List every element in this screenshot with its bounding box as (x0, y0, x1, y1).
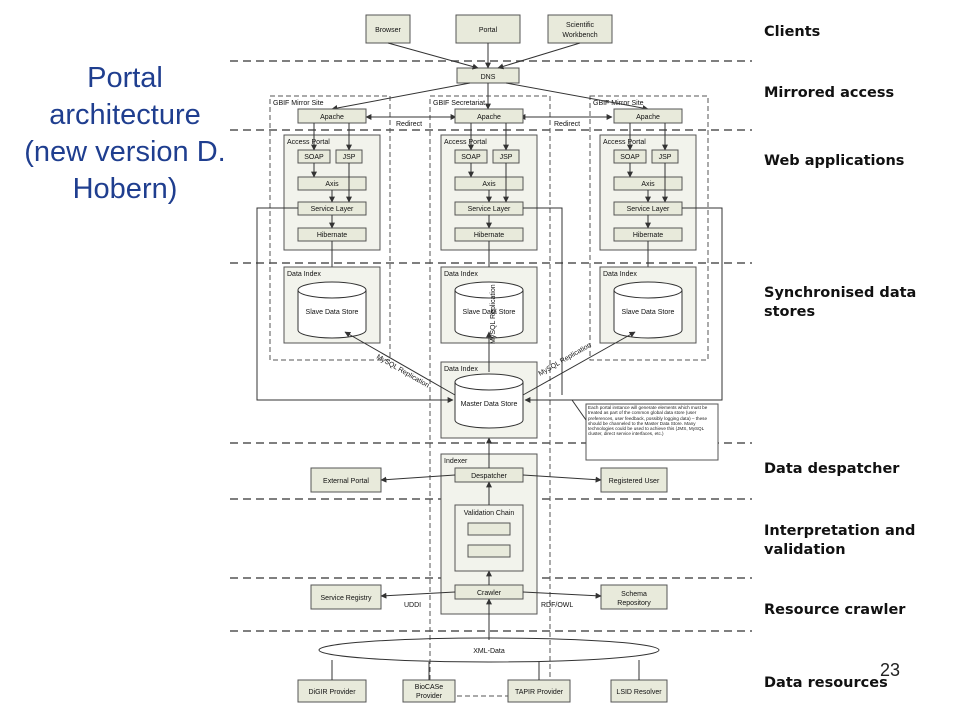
master-store-cylinder (454, 382, 524, 429)
schema-repository-label: Repository (617, 600, 651, 607)
client-label: Browser (375, 27, 401, 34)
service-registry-label: Service Registry (321, 595, 372, 602)
redirect-label: Redirect (554, 121, 580, 128)
data-index-label: Data Index (287, 271, 321, 278)
client-label: Scientific (566, 22, 595, 29)
service-layer-label: Service Layer (627, 206, 670, 213)
provider-label: LSID Resolver (616, 689, 662, 696)
jsp-label: JSP (343, 154, 356, 161)
mirror-site-left-group (269, 95, 391, 361)
jsp-label: JSP (500, 154, 513, 161)
uddi-label: UDDI (404, 602, 421, 609)
crawler-label: Crawler (477, 590, 502, 597)
apache-label: Apache (320, 114, 344, 121)
layer-label-synchronised-data-stores: Synchronised data stores (764, 285, 917, 320)
external-portal-label: External Portal (323, 478, 369, 485)
despatcher-label: Despatcher (471, 473, 507, 480)
jsp-label: JSP (659, 154, 672, 161)
service-layer-label: Service Layer (468, 206, 511, 213)
xml-data-label: XML-Data (473, 648, 505, 655)
layer-label-web-applications: Web applications (764, 153, 905, 169)
note-box (585, 403, 719, 461)
provider-label: Provider (416, 693, 443, 700)
layer-label-resource-crawler: Resource crawler (764, 602, 906, 618)
site-stack-center: Apache Access Portal SOAP JSP Axis Servi… (440, 108, 538, 344)
apache-label: Apache (636, 114, 660, 121)
slave-store-cylinder (297, 290, 367, 339)
apache-label: Apache (477, 114, 501, 121)
schema-repository-label: Schema (621, 591, 647, 598)
layer-label-data-despatcher: Data despatcher (764, 461, 900, 477)
mirror-site-right-group (589, 95, 709, 361)
client-label: Workbench (562, 32, 597, 39)
site-stack-right: Apache Access Portal SOAP JSP Axis Servi… (599, 108, 697, 344)
validation-chain-label: Validation Chain (464, 510, 515, 517)
service-layer-label: Service Layer (311, 206, 354, 213)
indexer-label: Indexer (444, 458, 468, 465)
site-label: GBIF Secretariat (433, 100, 485, 107)
rdf-owl-label: RDF/OWL (541, 602, 573, 609)
data-index-label: Data Index (444, 366, 478, 373)
access-portal-label: Access Portal (287, 139, 330, 146)
secretariat-group (429, 95, 551, 697)
data-index-label: Data Index (444, 271, 478, 278)
redirect-label: Redirect (396, 121, 422, 128)
site-stack-left: Apache Access Portal SOAP JSP Axis Servi… (283, 108, 381, 344)
layer-label-interpretation-validation: Interpretation and validation (764, 523, 916, 558)
hibernate-label: Hibernate (633, 232, 663, 239)
validation-step (467, 544, 511, 558)
registered-user-label: Registered User (609, 478, 660, 485)
provider-label: DiGIR Provider (308, 689, 356, 696)
page-number: 23 (880, 660, 901, 680)
xml-data-ellipse (318, 637, 660, 663)
slave-store-label: Slave Data Store (622, 309, 675, 316)
provider-label: BioCASe (415, 684, 444, 691)
soap-label: SOAP (620, 154, 640, 161)
provider-label: TAPIR Provider (515, 689, 564, 696)
axis-label: Axis (641, 181, 655, 188)
slide-title: Portal architecture (new version D. Hobe… (24, 62, 226, 205)
layer-label-clients: Clients (764, 24, 821, 40)
access-portal-label: Access Portal (603, 139, 646, 146)
hibernate-label: Hibernate (317, 232, 347, 239)
master-store-label: Master Data Store (461, 401, 518, 408)
access-portal-label: Access Portal (444, 139, 487, 146)
axis-label: Axis (325, 181, 339, 188)
layer-label-mirrored-access: Mirrored access (764, 85, 895, 101)
soap-label: SOAP (304, 154, 324, 161)
slave-store-cylinder (613, 290, 683, 339)
site-label: GBIF Mirror Site (273, 100, 324, 107)
client-box-scientific-workbench (547, 14, 613, 44)
dns-label: DNS (481, 74, 496, 81)
replication-label-vertical: MySQL Replication (490, 284, 497, 344)
hibernate-label: Hibernate (474, 232, 504, 239)
validation-step (467, 522, 511, 536)
axis-label: Axis (482, 181, 496, 188)
client-label: Portal (479, 27, 498, 34)
soap-label: SOAP (461, 154, 481, 161)
slave-store-label: Slave Data Store (463, 309, 516, 316)
note-text: Each portal instance will generate eleme… (588, 405, 708, 437)
data-index-label: Data Index (603, 271, 637, 278)
layer-label-data-resources: Data resources (764, 675, 888, 691)
slave-store-label: Slave Data Store (306, 309, 359, 316)
